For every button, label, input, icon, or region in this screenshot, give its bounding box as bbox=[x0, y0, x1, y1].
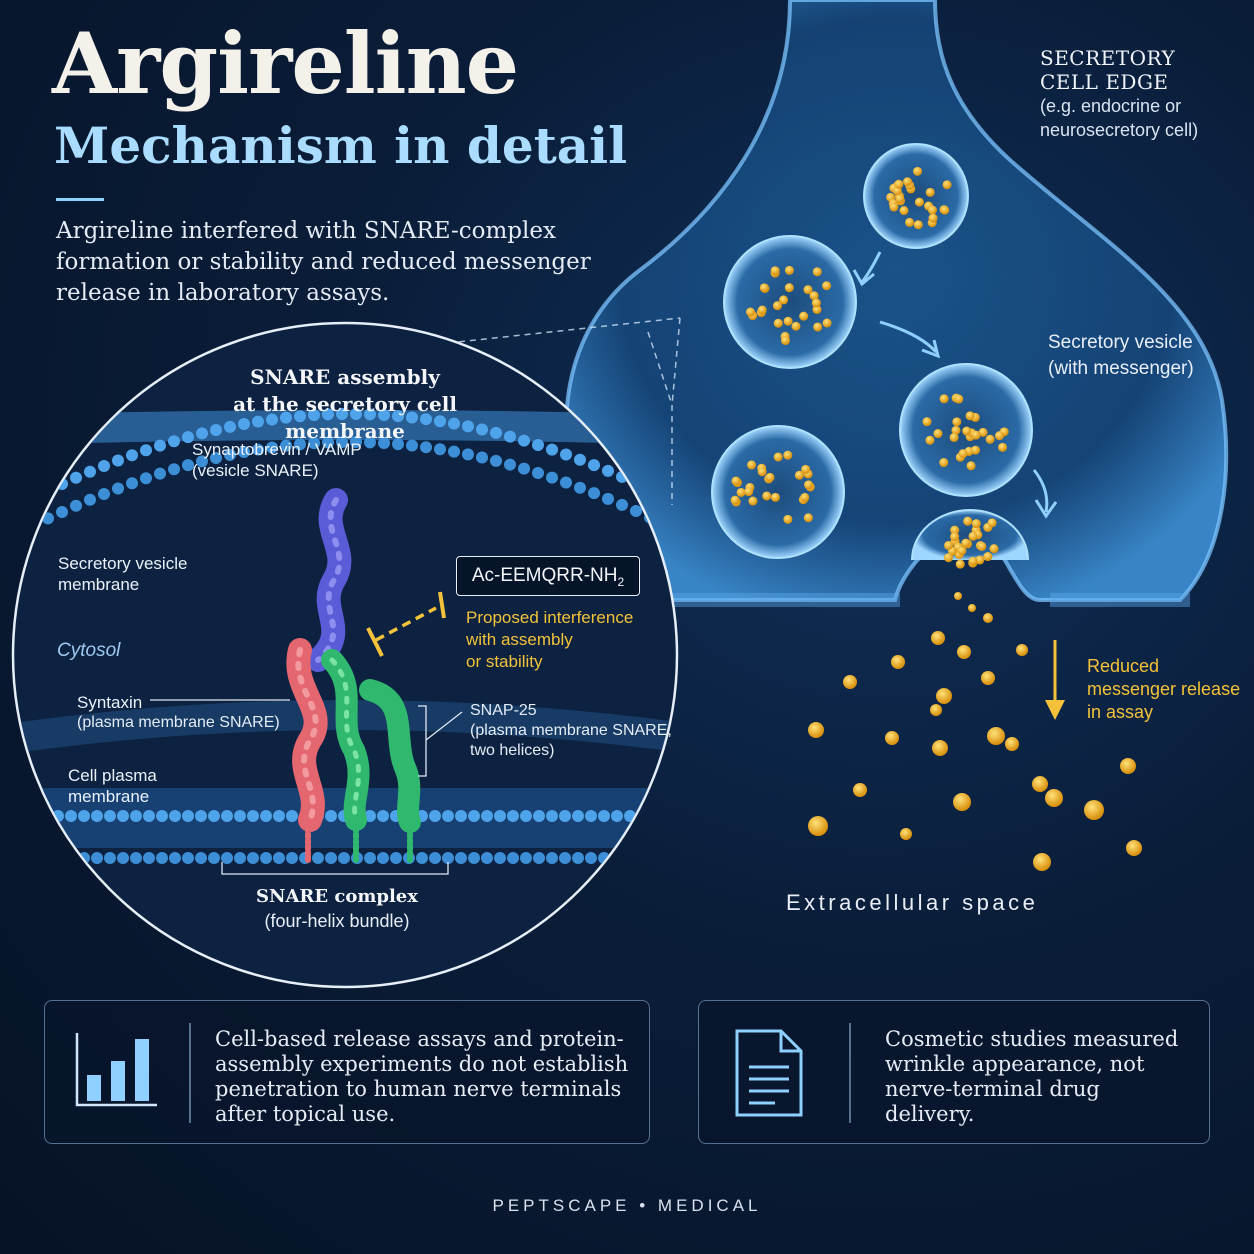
secretory-vesicle-label: Secretory vesicle (with messenger) bbox=[1048, 330, 1194, 382]
reduced-label-line1: Reduced bbox=[1087, 656, 1160, 676]
snap25-helix-b bbox=[359, 679, 421, 833]
reduced-release-label: Reduced messenger release in assay bbox=[1087, 655, 1247, 724]
assay-limitation-card: Cell-based release assays and protein-as… bbox=[44, 1000, 650, 1144]
card-divider bbox=[189, 1023, 191, 1123]
vesicle bbox=[863, 143, 969, 249]
snap25-line3: two helices) bbox=[470, 742, 555, 759]
syntaxin-line2: (plasma membrane SNARE) bbox=[77, 714, 280, 731]
zoom-title-line1: SNARE assembly bbox=[250, 365, 440, 389]
synaptobrevin-line1: Synaptobrevin / VAMP bbox=[192, 440, 362, 459]
reduced-release-arrow-icon bbox=[1045, 640, 1065, 720]
peptide-sequence-box: Ac-EEMQRR-NH2 bbox=[456, 556, 640, 596]
released-messenger bbox=[808, 592, 1142, 871]
vesicle-membrane-line2: membrane bbox=[58, 575, 140, 594]
label-pointer-lines bbox=[150, 699, 463, 875]
cosmetic-study-text: Cosmetic studies measured wrinkle appear… bbox=[885, 1027, 1179, 1126]
card-divider bbox=[849, 1023, 851, 1123]
proposed-line3: or stability bbox=[466, 652, 543, 671]
plasma-membrane-line2: membrane bbox=[68, 787, 150, 806]
zoom-title-line2: at the secretory cell membrane bbox=[233, 392, 457, 443]
page-title: Argireline bbox=[52, 14, 519, 113]
peptide-main: Ac-EEMQRR-NH bbox=[471, 565, 618, 586]
vesicle-membrane-label: Secretory vesicle membrane bbox=[58, 553, 187, 595]
syntaxin-label: Syntaxin (plasma membrane SNARE) bbox=[77, 692, 280, 733]
synaptobrevin-line2: (vesicle SNARE) bbox=[192, 461, 319, 480]
cell-edge-example-2: neurosecretory cell) bbox=[1040, 120, 1199, 140]
snap25-label: SNAP-25 (plasma membrane SNARE, two heli… bbox=[470, 701, 672, 761]
cosmetic-study-card: Cosmetic studies measured wrinkle appear… bbox=[698, 1000, 1210, 1144]
proposed-line2: with assembly bbox=[466, 630, 573, 649]
peptide-subscript: 2 bbox=[617, 574, 625, 589]
plasma-membrane-label: Cell plasma membrane bbox=[68, 765, 157, 807]
assay-limitation-text: Cell-based release assays and protein-as… bbox=[215, 1027, 629, 1126]
inhibition-marker-icon bbox=[366, 591, 446, 657]
vesicle bbox=[723, 235, 857, 369]
vesicle-movement-arrows bbox=[852, 251, 1058, 519]
snare-helix-bundle bbox=[286, 488, 421, 863]
cell-edge-example-1: (e.g. endocrine or bbox=[1040, 96, 1182, 116]
messenger-cargo bbox=[730, 166, 1009, 569]
synaptobrevin-label: Synaptobrevin / VAMP (vesicle SNARE) bbox=[192, 439, 362, 481]
zoom-callout-lines bbox=[447, 317, 681, 505]
snap25-line2: (plasma membrane SNARE, bbox=[470, 722, 672, 739]
complex-line1: SNARE complex bbox=[256, 886, 418, 907]
vesicle-label-line2: (with messenger) bbox=[1048, 358, 1194, 379]
cell-edge-heading-2: CELL EDGE bbox=[1040, 70, 1169, 94]
cell-edge-label: SECRETORY CELL EDGE (e.g. endocrine or n… bbox=[1040, 46, 1240, 142]
zoom-title: SNARE assembly at the secretory cell mem… bbox=[180, 364, 510, 445]
page-subtitle: Mechanism in detail bbox=[54, 116, 628, 175]
proposed-line1: Proposed interference bbox=[466, 608, 634, 627]
complex-line2: (four-helix bundle) bbox=[264, 911, 410, 931]
vesicle bbox=[711, 425, 845, 559]
vesicle-membrane-line1: Secretory vesicle bbox=[58, 554, 188, 573]
reduced-label-line3: in assay bbox=[1087, 702, 1154, 722]
extracellular-label: Extracellular space bbox=[786, 890, 1039, 915]
plasma-membrane-line1: Cell plasma bbox=[68, 766, 157, 785]
reduced-label-line2: messenger release bbox=[1087, 679, 1241, 699]
proposed-interference-label: Proposed interference with assembly or s… bbox=[466, 607, 666, 673]
bar-chart-icon bbox=[75, 1033, 157, 1107]
document-icon bbox=[735, 1029, 803, 1117]
snare-complex-label: SNARE complex (four-helix bundle) bbox=[214, 884, 460, 934]
cell-edge-heading-1: SECRETORY bbox=[1040, 46, 1176, 70]
vesicle-label-line1: Secretory vesicle bbox=[1048, 332, 1193, 353]
title-divider bbox=[56, 198, 104, 201]
syntaxin-line1: Syntaxin bbox=[77, 693, 143, 712]
snap25-line1: SNAP-25 bbox=[470, 702, 537, 719]
cytosol-label: Cytosol bbox=[57, 640, 121, 661]
footer-brand: PEPTSCAPE • MEDICAL bbox=[492, 1196, 762, 1215]
intro-text: Argireline interfered with SNARE-complex… bbox=[56, 218, 591, 306]
